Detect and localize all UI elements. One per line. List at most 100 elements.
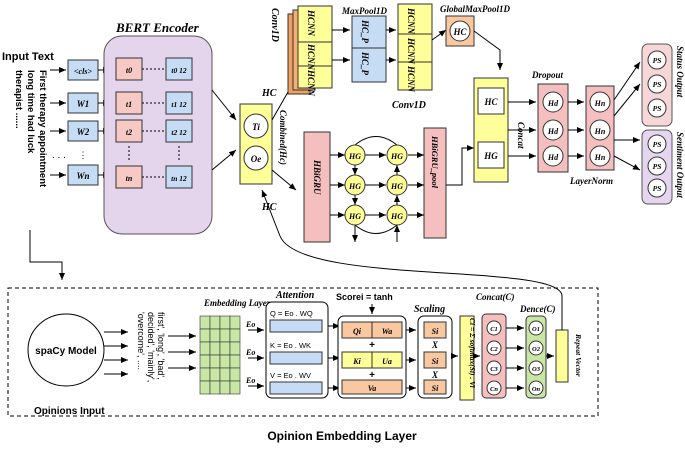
opinions-input-label: Opinions Input — [34, 406, 105, 417]
hcp-2: HC_P — [360, 51, 370, 76]
svg-text:⋮: ⋮ — [79, 150, 88, 160]
svg-text:X: X — [431, 370, 439, 380]
input-heading: Input Text — [2, 51, 54, 63]
o2: O2 — [532, 346, 541, 353]
spacy-model: spaCy Model — [35, 346, 97, 357]
attn-v: V = Eo . WV — [270, 371, 311, 380]
dots: . . . — [52, 150, 66, 161]
embedding-cell — [199, 380, 211, 395]
globalmax-label: GlobalMaxPool1D — [440, 4, 511, 14]
dropout-label: Dropout — [531, 70, 564, 80]
embedding-cell — [219, 341, 231, 356]
eo-3: Eo — [245, 376, 255, 385]
ps-3: PS — [653, 104, 662, 113]
c2: C2 — [490, 346, 498, 353]
token-wn: Wn — [76, 171, 89, 181]
embedding-label: Embedding Layer — [203, 298, 271, 308]
attn-q: Q = Eo . WQ — [270, 309, 313, 318]
input-sentence: First therapy appointment long time had … — [13, 70, 48, 188]
hg-2: HG — [390, 152, 403, 161]
ci-formula: Ci = Σ softmax(Si) . Vi — [468, 318, 477, 389]
c3: C3 — [490, 366, 498, 373]
o1: O1 — [532, 326, 540, 333]
globalmax-hc: HC — [452, 27, 467, 37]
hc-top-label: HC — [261, 88, 277, 99]
on: On — [532, 386, 541, 393]
hcnn-5: HCNN — [406, 37, 416, 65]
ps-6: PS — [653, 184, 662, 193]
hn-3: Hn — [594, 153, 606, 162]
hg-6: HG — [390, 212, 403, 221]
sentiment-output-label: Sentiment Output — [675, 132, 685, 198]
token-w2: W2 — [77, 127, 90, 137]
hd-2: Hd — [547, 127, 559, 136]
repeat-vector-label: Repeat Vector — [574, 333, 583, 377]
embedding-cell — [199, 315, 211, 330]
bigru-left: HBiGRU — [312, 159, 322, 195]
opinion-layer-box — [7, 287, 599, 417]
concat-hc: HC — [483, 97, 498, 107]
embedding-cell — [199, 328, 211, 343]
bert-t1-12: t1 12 — [171, 100, 186, 109]
hn-2: Hn — [594, 127, 606, 136]
ps-2: PS — [653, 80, 662, 89]
hn-1: Hn — [594, 99, 606, 108]
bigru-right: HBiGRU_pool — [430, 135, 440, 189]
hcnn-2: HCNN — [306, 43, 316, 71]
o3: O3 — [532, 366, 541, 373]
hcp-1: HC_P — [360, 19, 370, 44]
maxpool-label: MaxPool1D — [341, 6, 388, 16]
bert-title: BERT Encoder — [115, 20, 200, 35]
va-cell: Va — [368, 384, 376, 393]
hcnn-6: HCNN — [406, 65, 416, 93]
embedding-cell — [219, 354, 231, 369]
hcnn-4: HCNN — [406, 7, 416, 35]
qi-cell: Qi — [353, 327, 362, 336]
token-w1: W1 — [77, 99, 90, 109]
status-output-label: Status Output — [675, 46, 685, 98]
embedding-cell — [219, 367, 231, 382]
svg-text:+: + — [369, 340, 375, 351]
ps-4: PS — [653, 140, 662, 149]
embedding-cell — [199, 367, 211, 382]
input-arrows — [50, 67, 66, 178]
bert-t0: t0 — [126, 66, 132, 75]
svg-text:X: X — [431, 340, 439, 350]
cn: Cn — [490, 386, 498, 393]
attention-label: Attention — [275, 290, 315, 301]
bert-t2: t2 — [126, 128, 132, 137]
input-line-3: therapist ...... — [13, 70, 24, 129]
conv1d-left-label: Conv1D — [269, 8, 280, 42]
dence-label: Dence(C) — [519, 304, 556, 314]
eo-2: Eo — [245, 348, 255, 357]
embedding-cell — [209, 315, 221, 330]
embedding-cell — [229, 380, 241, 395]
opinion-words-2: decided', 'mainly', — [146, 312, 156, 382]
conv-stack: HCNN HCNN HCNN — [287, 5, 333, 97]
opinion-words-3: 'overcome', .... — [136, 312, 146, 370]
concat-label: Concat — [516, 122, 526, 149]
eo-1: Eo — [245, 320, 255, 329]
opinion-words-1: first', 'long', 'bad', — [156, 312, 166, 380]
ua-cell: Ua — [382, 357, 392, 366]
embedding-cell — [229, 354, 241, 369]
concat-hg: HG — [483, 151, 498, 161]
hd-3: Hd — [547, 153, 559, 162]
hg-5: HG — [348, 212, 361, 221]
token-column: <cls> W1 W2 ⋮ Wn — [67, 59, 99, 186]
si-2: Si — [432, 357, 439, 366]
c1: C1 — [490, 326, 498, 333]
oe-node: Oe — [251, 154, 262, 164]
scaling-label: Scaling — [414, 304, 445, 315]
embedding-cell — [199, 354, 211, 369]
attn-k: K = Eo . WK — [270, 341, 311, 350]
opinion-layer-title: Opinion Embedding Layer — [267, 429, 417, 443]
embedding-cell — [209, 380, 221, 395]
bigru-grid — [330, 136, 424, 242]
hd-1: Hd — [547, 99, 559, 108]
embedding-cell — [219, 328, 231, 343]
embedding-cell — [219, 315, 231, 330]
ti-node: Ti — [252, 122, 260, 132]
hcnn-3: HCNN — [306, 69, 316, 97]
